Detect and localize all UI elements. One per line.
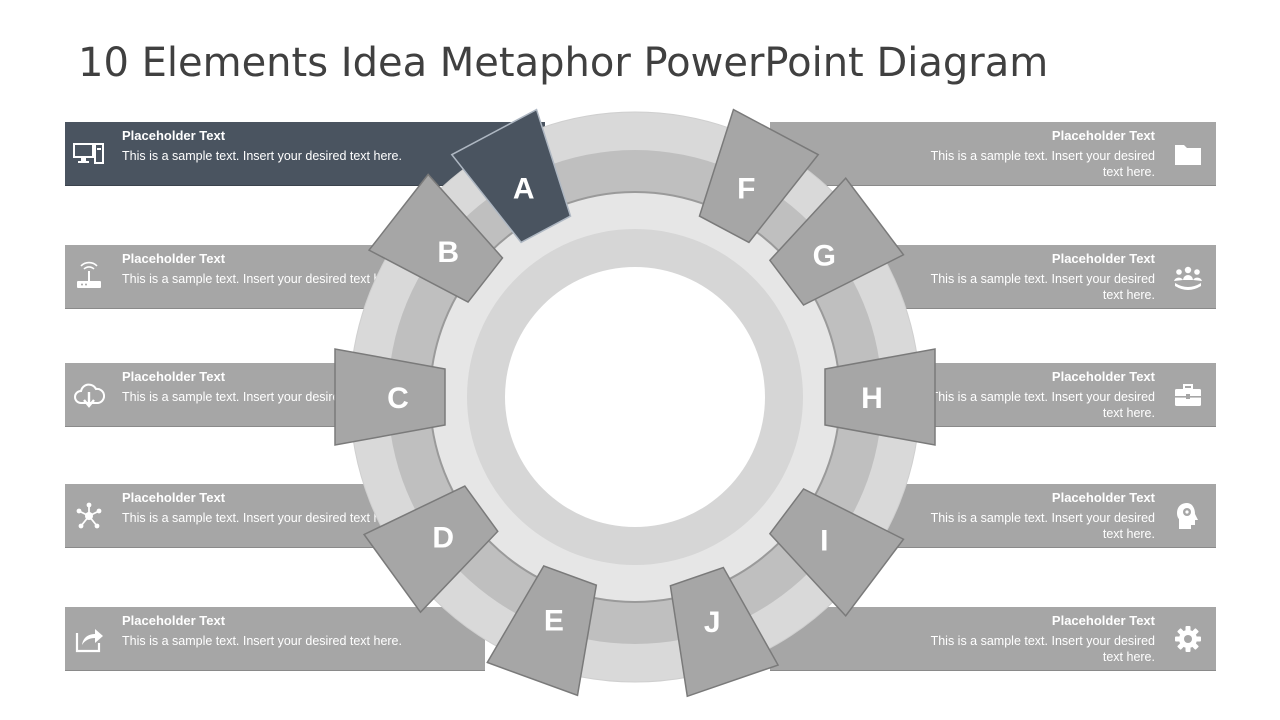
item-text: This is a sample text. Insert your desir…: [122, 511, 402, 525]
segment-h[interactable]: [824, 348, 936, 446]
item-text: This is a sample text. Insert your desir…: [122, 390, 402, 404]
item-text: This is a sample text. Insert your desir…: [122, 634, 402, 648]
item-heading: Placeholder Text: [122, 128, 226, 143]
slide-title: 10 Elements Idea Metaphor PowerPoint Dia…: [78, 40, 1049, 86]
folder-icon: [1172, 138, 1204, 170]
network-icon: [73, 500, 105, 532]
item-bar-e[interactable]: Placeholder Text This is a sample text. …: [65, 607, 485, 671]
item-text: This is a sample text. Insert your desir…: [122, 149, 402, 163]
item-heading: Placeholder Text: [1051, 490, 1155, 505]
head-gear-icon: [1172, 500, 1204, 532]
item-bar-b[interactable]: Placeholder Text This is a sample text. …: [65, 245, 402, 309]
item-heading: Placeholder Text: [1051, 369, 1155, 384]
item-heading: Placeholder Text: [1051, 128, 1155, 143]
item-heading: Placeholder Text: [122, 613, 226, 628]
item-bar-j[interactable]: Placeholder Text This is a sample text. …: [770, 607, 1216, 671]
team-icon: [1172, 261, 1204, 293]
segment-e[interactable]: [486, 565, 598, 697]
item-heading: Placeholder Text: [1051, 251, 1155, 266]
segment-i[interactable]: [768, 488, 905, 618]
segment-j[interactable]: [669, 566, 780, 698]
item-text: This is a sample text. Insert your desir…: [930, 390, 1155, 420]
segment-b[interactable]: [367, 173, 504, 304]
item-heading: Placeholder Text: [122, 369, 226, 384]
ring-core: [467, 229, 803, 565]
item-text: This is a sample text. Insert your desir…: [930, 272, 1155, 302]
item-text: This is a sample text. Insert your desir…: [930, 634, 1155, 664]
item-text: This is a sample text. Insert your desir…: [930, 149, 1155, 179]
item-text: This is a sample text. Insert your desir…: [122, 272, 402, 286]
ring-hole: [505, 267, 765, 527]
segment-g[interactable]: [768, 176, 905, 306]
item-heading: Placeholder Text: [1051, 613, 1155, 628]
item-text: This is a sample text. Insert your desir…: [930, 511, 1155, 541]
segment-d[interactable]: [362, 485, 499, 614]
item-bar-c[interactable]: Placeholder Text This is a sample text. …: [65, 363, 402, 427]
item-bar-f[interactable]: Placeholder Text This is a sample text. …: [770, 122, 1216, 186]
item-heading: Placeholder Text: [122, 490, 226, 505]
computer-icon: [73, 138, 105, 170]
item-bar-d[interactable]: Placeholder Text This is a sample text. …: [65, 484, 402, 548]
router-icon: [73, 261, 105, 293]
segment-c[interactable]: [334, 348, 446, 446]
gear-icon: [1172, 623, 1204, 655]
share-icon: [73, 623, 105, 655]
briefcase-icon: [1172, 379, 1204, 411]
cloud-download-icon: [73, 379, 106, 411]
segment-a[interactable]: [450, 108, 572, 244]
item-heading: Placeholder Text: [122, 251, 226, 266]
segment-f[interactable]: [698, 108, 820, 244]
